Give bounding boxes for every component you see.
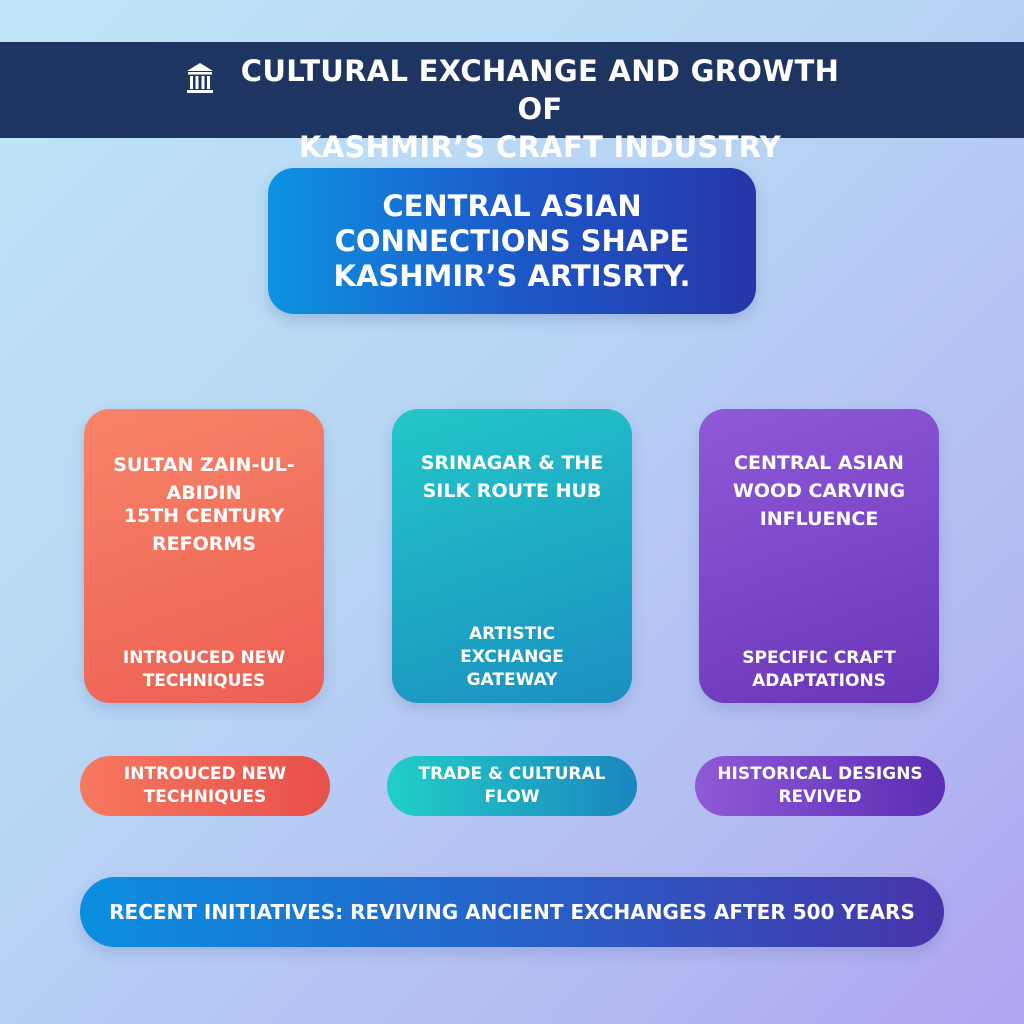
card-title: CENTRAL ASIAN WOOD CARVING INFLUENCE (732, 452, 906, 530)
card-subtitle: 15TH CENTURY REFORMS (123, 505, 285, 555)
card-detail: ARTISTIC EXCHANGE GATEWAY (460, 624, 564, 690)
card-detail: INTROUCED NEW TECHNIQUES (122, 648, 286, 691)
pill-trade-cultural-flow: TRADE & CULTURAL FLOW (387, 756, 637, 816)
title-banner: CULTURAL EXCHANGE AND GROWTH OF KASHMIR’… (0, 42, 1024, 164)
page-title: CULTURAL EXCHANGE AND GROWTH OF KASHMIR’… (240, 54, 840, 164)
pill-introduced-techniques: INTROUCED NEW TECHNIQUES (80, 756, 330, 816)
card-central-asian-wood-carving: CENTRAL ASIAN WOOD CARVING INFLUENCE SPE… (699, 409, 939, 703)
card-title: SRINAGAR & THE SILK ROUTE HUB (420, 452, 604, 502)
pill-historical-designs: HISTORICAL DESIGNS REVIVED (695, 756, 945, 816)
card-title: SULTAN ZAIN-UL-ABIDIN (113, 454, 295, 504)
recent-initiatives-bar: RECENT INITIATIVES: REVIVING ANCIENT EXC… (80, 877, 944, 947)
card-srinagar-silk-route: SRINAGAR & THE SILK ROUTE HUB ARTISTIC E… (392, 409, 632, 703)
central-theme-box: CENTRAL ASIAN CONNECTIONS SHAPE KASHMIR’… (268, 168, 756, 314)
card-detail: SPECIFIC CRAFT ADAPTATIONS (742, 648, 896, 691)
card-sultan-zain-ul-abidin: SULTAN ZAIN-UL-ABIDIN 15TH CENTURY REFOR… (84, 409, 324, 703)
pillared-building-icon (187, 63, 213, 93)
